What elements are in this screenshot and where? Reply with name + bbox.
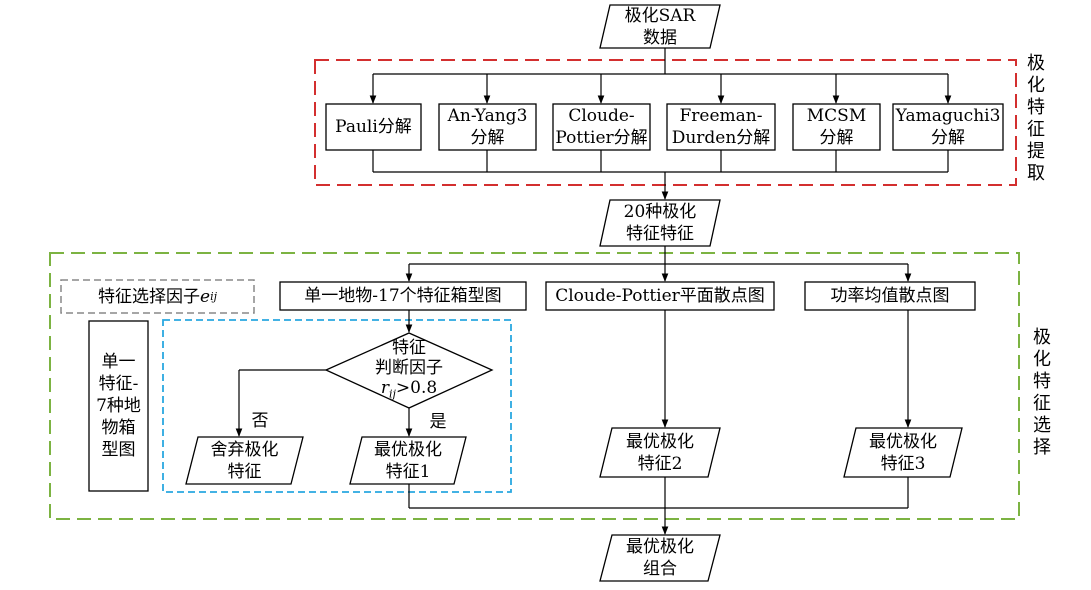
factor-sub: ij <box>210 289 217 303</box>
method-box-2 <box>545 281 775 311</box>
method-3-text: 功率均值散点图 <box>830 286 950 306</box>
yes-text: 是 <box>429 412 447 432</box>
extraction-char-4: 征 <box>1027 119 1045 140</box>
selection-char-2: 化 <box>1033 349 1051 370</box>
output-shape <box>599 534 721 582</box>
best1-node: 最优极化 特征1 <box>350 437 466 484</box>
boxplot7-line3: 7种地 <box>96 396 141 416</box>
best3-node: 最优极化 特征3 <box>844 428 962 477</box>
decomp-4-line1: Freeman- <box>679 106 763 126</box>
decomp-6-line2: 分解 <box>931 128 965 148</box>
extraction-char-1: 极 <box>1027 53 1045 74</box>
extraction-char-2: 化 <box>1027 75 1045 96</box>
selection-frame <box>49 252 1020 520</box>
decomp-box-3 <box>552 103 651 151</box>
selection-char-3: 特 <box>1033 371 1051 392</box>
input-shape <box>599 4 721 49</box>
decomp-5-line1: MCSM <box>806 106 867 126</box>
decomp-3-line1: Cloude- <box>568 106 635 126</box>
output-line2: 组合 <box>643 559 677 579</box>
no-text: 否 <box>251 411 269 431</box>
discard-line1: 舍弃极化 <box>210 439 279 460</box>
extraction-char-6: 取 <box>1027 163 1045 184</box>
features20-line1: 20种极化 <box>623 202 697 222</box>
best1-line2: 特征1 <box>385 461 431 482</box>
decomp-yamaguchi3: Yamaguchi3 分解 <box>893 104 1003 150</box>
input-line2: 数据 <box>643 27 677 48</box>
best2-node: 最优极化 特征2 <box>600 428 720 477</box>
yes-label: 是 <box>426 410 450 434</box>
decomp-anyang3: An-Yang3 分解 <box>439 104 536 150</box>
decision-var: r <box>380 377 389 398</box>
boxplot7-box <box>88 320 149 492</box>
decomp-6-line1: Yamaguchi3 <box>895 106 1001 126</box>
decision-line1: 特征 <box>392 337 426 358</box>
extraction-char-5: 提 <box>1027 141 1045 162</box>
selection-char-5: 选 <box>1033 415 1051 436</box>
best1-shape <box>349 436 467 485</box>
method-boxplot17: 单一地物-17个特征箱型图 <box>280 282 526 310</box>
decomp-box-4 <box>666 103 776 151</box>
selection-char-4: 征 <box>1033 393 1051 414</box>
best2-line1: 最优极化 <box>626 431 694 452</box>
decision-cond: >0.8 <box>395 377 438 398</box>
best3-line2: 特征3 <box>880 453 926 474</box>
discard-node: 舍弃极化 特征 <box>186 437 303 484</box>
method-1-text: 单一地物-17个特征箱型图 <box>304 286 502 306</box>
decomp-cloude-pottier: Cloude- Pottier分解 <box>553 104 650 150</box>
best2-line2: 特征2 <box>637 453 683 474</box>
factor-text: 特征选择因子 <box>98 286 200 307</box>
discard-shape <box>185 436 304 485</box>
method-cloude-scatter: Cloude-Pottier平面散点图 <box>546 282 774 310</box>
decomp-4-line2: Durden分解 <box>671 128 771 148</box>
extraction-section-label: 极 化 特 征 提 取 <box>1024 53 1048 185</box>
best2-shape <box>599 427 721 478</box>
method-power-scatter: 功率均值散点图 <box>805 282 975 310</box>
selection-section-label: 极 化 特 征 选 择 <box>1030 327 1054 459</box>
decision-frame <box>162 319 512 493</box>
method-box-1 <box>279 281 527 311</box>
decomp-mcsm: MCSM 分解 <box>793 104 880 150</box>
discard-line2: 特征 <box>227 461 262 482</box>
decomp-box-6 <box>892 103 1004 151</box>
boxplot7-line2: 特征- <box>98 374 139 394</box>
decision-line2: 判断因子 <box>375 357 443 378</box>
selection-char-1: 极 <box>1033 327 1051 348</box>
boxplot7-line4: 物箱 <box>101 418 136 438</box>
decomp-3-line2: Pottier分解 <box>555 128 648 148</box>
boxplot7-line1: 单一 <box>101 352 136 372</box>
method-2-text: Cloude-Pottier平面散点图 <box>555 286 765 306</box>
decision-line3: rij>0.8 <box>381 378 437 404</box>
features20-node: 20种极化 特征特征 <box>600 200 720 246</box>
decision-sub: ij <box>388 387 396 401</box>
no-label: 否 <box>248 409 272 433</box>
features20-shape <box>599 199 721 247</box>
decomp-box-5 <box>792 103 881 151</box>
factor-var: e <box>200 286 211 307</box>
input-node: 极化SAR 数据 <box>600 5 720 48</box>
decomp-freeman-durden: Freeman- Durden分解 <box>667 104 775 150</box>
selection-char-6: 择 <box>1033 437 1051 458</box>
features20-line2: 特征特征 <box>626 224 694 244</box>
decomp-1-line1: Pauli分解 <box>335 117 412 137</box>
decision-node: 特征 判断因子 rij>0.8 <box>335 337 483 405</box>
boxplot7-node: 单一 特征- 7种地 物箱 型图 <box>89 321 148 491</box>
best3-shape <box>843 427 963 478</box>
decomp-2-line2: 分解 <box>470 128 505 148</box>
decomp-pauli: Pauli分解 <box>326 104 421 150</box>
output-line1: 最优极化 <box>626 537 694 557</box>
output-node: 最优极化 组合 <box>600 535 720 581</box>
input-line1: 极化SAR <box>624 5 696 26</box>
decomp-5-line2: 分解 <box>819 128 854 148</box>
extraction-char-3: 特 <box>1027 97 1045 118</box>
method-box-3 <box>804 281 976 311</box>
best1-line1: 最优极化 <box>374 439 442 460</box>
decomp-2-line1: An-Yang3 <box>447 106 528 126</box>
factor-frame <box>60 279 255 314</box>
best3-line1: 最优极化 <box>869 431 937 452</box>
boxplot7-line5: 型图 <box>101 440 136 460</box>
